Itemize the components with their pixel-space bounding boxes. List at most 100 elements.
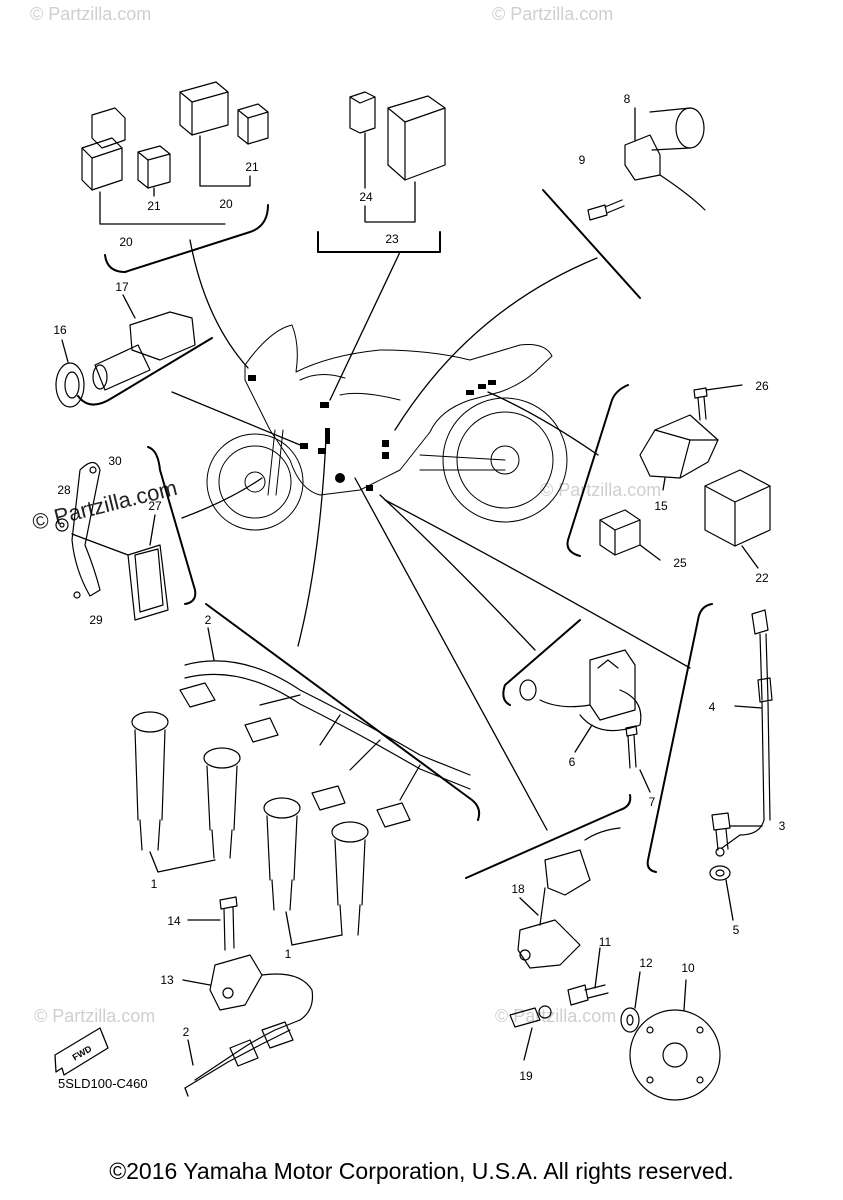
leader-line xyxy=(364,181,416,223)
bolt-11 xyxy=(567,984,609,1006)
callout-13: 13 xyxy=(160,973,174,987)
callout-17: 17 xyxy=(115,280,129,294)
component-markers xyxy=(248,375,496,491)
leader-line xyxy=(207,627,215,661)
leader-line xyxy=(487,391,599,456)
wire-harness-2 xyxy=(179,660,471,828)
callout-21: 21 xyxy=(147,199,161,213)
relay-25 xyxy=(599,509,641,556)
leader-line xyxy=(725,879,734,921)
leader-line xyxy=(99,191,226,225)
leader-line xyxy=(519,897,539,916)
leader-line xyxy=(594,947,601,989)
washer-12 xyxy=(620,1007,640,1033)
leader-line xyxy=(189,239,249,369)
bolt-9 xyxy=(587,199,625,221)
leader-line xyxy=(523,1027,533,1061)
unit-27 xyxy=(127,544,169,621)
callout-8: 8 xyxy=(624,92,631,106)
callout-20: 20 xyxy=(119,235,133,249)
leader-line xyxy=(683,979,687,1011)
washer-5 xyxy=(709,865,731,881)
callout-12: 12 xyxy=(639,956,653,970)
callout-10: 10 xyxy=(681,961,695,975)
callout-5: 5 xyxy=(733,923,740,937)
callout-23: 23 xyxy=(385,232,399,246)
leader-line xyxy=(297,437,327,647)
panel-boundary xyxy=(542,189,641,299)
callout-7: 7 xyxy=(649,795,656,809)
leader-line xyxy=(394,257,598,431)
leader-line xyxy=(574,724,593,753)
watermark: © Partzilla.com xyxy=(540,480,662,500)
sensor-8 xyxy=(624,107,706,211)
callout-11: 11 xyxy=(599,935,612,949)
leader-line xyxy=(199,135,251,187)
sensor-13 xyxy=(209,954,314,1021)
ignition-coil-1 xyxy=(131,711,169,851)
leader-line xyxy=(182,979,211,986)
bolt-26 xyxy=(693,387,708,421)
bolt-19 xyxy=(509,1005,552,1028)
rotor-10 xyxy=(629,1009,721,1101)
panel-boundary xyxy=(646,603,713,873)
leader-line xyxy=(184,1087,189,1097)
relay-20-right xyxy=(179,81,229,136)
leader-line xyxy=(149,851,216,873)
panel-boundary xyxy=(465,794,632,879)
relay-21-left xyxy=(137,145,171,189)
relay-20-left xyxy=(81,107,126,191)
callout-18: 18 xyxy=(511,882,525,896)
leader-line xyxy=(662,477,666,491)
module-22 xyxy=(704,469,771,547)
watermark: © Partzilla.com xyxy=(34,1006,156,1026)
fwd-arrow-icon xyxy=(54,1027,109,1076)
callout-16: 16 xyxy=(53,323,67,337)
leader-line xyxy=(634,971,641,1009)
leader-line xyxy=(171,391,306,448)
leader-line xyxy=(187,1039,194,1066)
panel-boundary xyxy=(502,619,581,706)
panel-boundary xyxy=(566,384,629,557)
gasket-16 xyxy=(55,362,85,408)
leader-line xyxy=(122,294,136,319)
callout-26: 26 xyxy=(755,379,769,393)
ignition-coil-1 xyxy=(331,821,369,936)
leader-line xyxy=(61,339,69,363)
leader-line xyxy=(181,477,263,519)
callout-24: 24 xyxy=(359,190,373,204)
callout-15: 15 xyxy=(654,499,668,513)
bolt-14 xyxy=(219,896,238,951)
panel-boundary xyxy=(147,446,197,605)
callout-labels: 1 1 2 2 3 4 5 6 7 8 9 10 11 12 13 14 15 … xyxy=(53,92,785,1083)
callout-3: 3 xyxy=(779,819,786,833)
motorcycle-silhouette xyxy=(206,324,568,531)
grommet-28 xyxy=(55,518,69,532)
callout-1: 1 xyxy=(151,877,158,891)
callout-9: 9 xyxy=(579,153,586,167)
sensor-3 xyxy=(711,812,731,851)
callout-25: 25 xyxy=(673,556,687,570)
bolt-7 xyxy=(625,725,638,769)
leader-line xyxy=(639,769,651,793)
callout-27: 27 xyxy=(148,499,162,513)
fuse-24 xyxy=(349,91,376,134)
leader-line xyxy=(741,545,759,569)
callout-21: 21 xyxy=(245,160,259,174)
sender-17 xyxy=(92,311,196,391)
leader-line xyxy=(384,499,691,669)
callout-2: 2 xyxy=(183,1025,190,1039)
watermark: © Partzilla.com xyxy=(492,4,614,24)
callout-6: 6 xyxy=(569,755,576,769)
callout-14: 14 xyxy=(167,914,181,928)
callout-1: 1 xyxy=(285,947,292,961)
leader-line xyxy=(639,544,661,561)
callout-29: 29 xyxy=(89,613,103,627)
relay-23 xyxy=(387,95,446,181)
leader-line xyxy=(379,494,536,651)
ignition-coil-1 xyxy=(203,747,241,859)
panel-boundary xyxy=(317,231,441,253)
pickup-coil-18 xyxy=(517,827,621,969)
watermark: © Partzilla.com xyxy=(30,4,152,24)
